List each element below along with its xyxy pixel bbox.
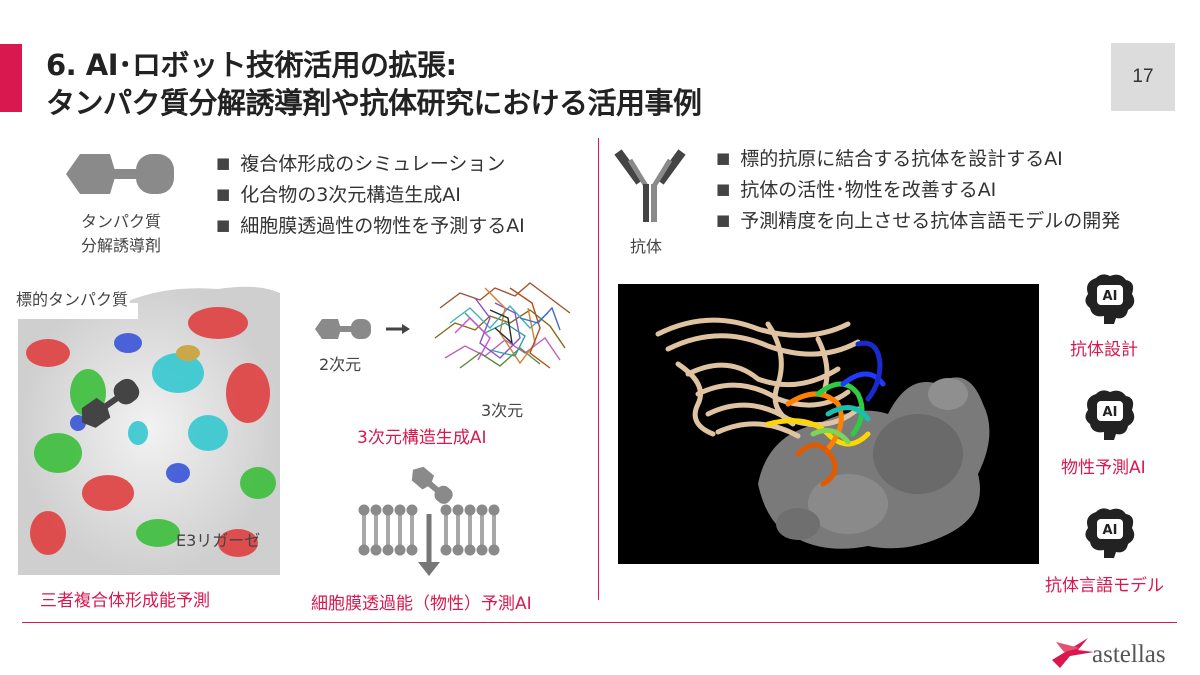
label-3d: 3次元 [481, 401, 524, 420]
ai-item-antibody-design: 抗体設計 [1070, 340, 1138, 360]
title-line-2: タンパク質分解誘導剤や抗体研究における活用事例 [46, 86, 702, 120]
brand-name: astellas [1092, 641, 1166, 668]
degrader-molecule-icon [66, 154, 174, 194]
degrader-bullet-list: 複合体形成のシミュレーション 化合物の3次元構造生成AI 細胞膜透過性の物性を予… [216, 149, 525, 242]
antibody-antigen-structure-image [618, 284, 1039, 564]
bullet-item: 複合体形成のシミュレーション [216, 149, 525, 180]
bullet-item: 細胞膜透過性の物性を予測するAI [216, 211, 525, 242]
target-protein-label: 標的タンパク質 [14, 286, 131, 310]
page-title: 6. AI･ロボット技術活用の拡張: タンパク質分解誘導剤や抗体研究における活用… [46, 46, 702, 122]
ai-item-antibody-language-model: 抗体言語モデル [1045, 576, 1164, 596]
footer-divider [22, 622, 1177, 623]
antibody-icon-label: 抗体 [630, 237, 663, 256]
label-2d: 2次元 [319, 355, 362, 374]
astellas-logo-icon [1052, 638, 1094, 668]
3d-structure-tangle-image [434, 282, 571, 369]
ai-brain-icon: AI [1085, 390, 1135, 440]
title-accent-bar [0, 44, 22, 112]
ai-badge-text: AI [1103, 405, 1118, 420]
ternary-complex-surface-image [18, 286, 280, 575]
ai-brain-icon: AI [1085, 274, 1135, 324]
antibody-bullet-list: 標的抗原に結合する抗体を設計するAI 抗体の活性･物性を改善するAI 予測精度を… [716, 144, 1120, 237]
ai-badge-text: AI [1103, 289, 1118, 304]
page-number: 17 [1111, 43, 1175, 111]
ai-item-property-prediction: 物性予測AI [1061, 458, 1146, 478]
degrader-2d-icon [315, 319, 410, 339]
bullet-item: 化合物の3次元構造生成AI [216, 180, 525, 211]
cell-membrane-permeation-icon [358, 466, 500, 576]
ai-badge-text: AI [1103, 523, 1118, 538]
bullet-item: 標的抗原に結合する抗体を設計するAI [716, 144, 1120, 175]
vertical-divider [598, 138, 599, 600]
bullet-item: 予測精度を向上させる抗体言語モデルの開発 [716, 206, 1120, 237]
ai-brain-icon: AI [1085, 508, 1135, 558]
antibody-icon [614, 149, 686, 222]
e3-ligase-label: E3リガーゼ [176, 531, 261, 550]
3d-generation-caption: 3次元構造生成AI [357, 428, 487, 448]
bullet-item: 抗体の活性･物性を改善するAI [716, 175, 1120, 206]
degrader-icon-label: タンパク質 分解誘導剤 [80, 212, 161, 255]
ternary-complex-caption: 三者複合体形成能予測 [40, 591, 210, 611]
permeability-caption: 細胞膜透過能（物性）予測AI [311, 594, 532, 614]
title-line-1: 6. AI･ロボット技術活用の拡張: [46, 48, 457, 82]
